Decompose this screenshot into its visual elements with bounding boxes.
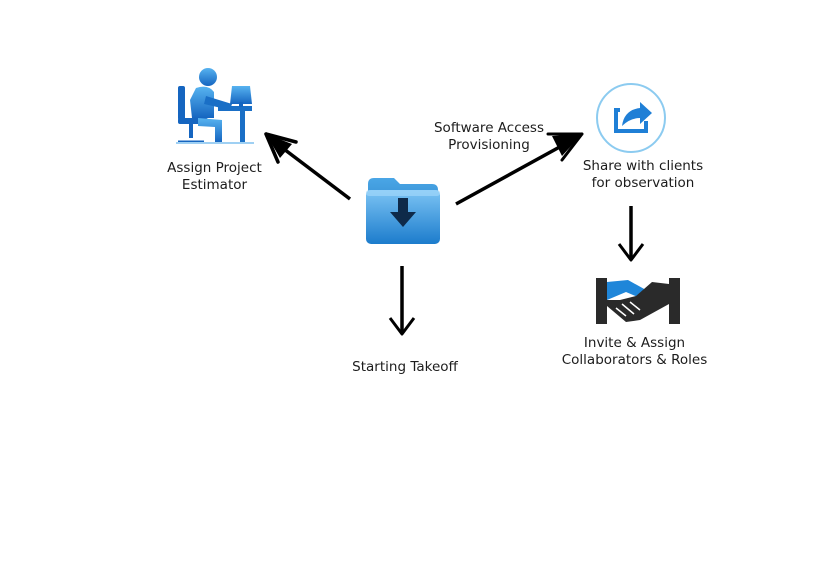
estimator-label-line1: Assign Project	[167, 160, 262, 176]
invite-label: Invite & Assign Collaborators & Roles	[552, 335, 717, 369]
share-arrow-icon	[596, 83, 666, 153]
download-folder-icon	[366, 178, 440, 244]
access-label-line2: Provisioning	[448, 137, 530, 153]
estimator-label: Assign Project Estimator	[152, 160, 277, 194]
takeoff-label: Starting Takeoff	[340, 359, 470, 376]
arrow-to-estimator	[264, 132, 352, 201]
access-label-line1: Software Access	[433, 120, 545, 136]
access-provisioning-label: Software Access Provisioning	[419, 120, 559, 154]
share-label: Share with clients for observation	[573, 158, 713, 192]
arrow-to-share	[455, 132, 584, 206]
share-label-line1: Share with clients	[582, 158, 704, 174]
arrow-to-takeoff	[388, 266, 416, 336]
handshake-icon	[596, 278, 680, 324]
estimator-label-line2: Estimator	[181, 177, 248, 193]
person-at-desk-icon	[176, 68, 254, 144]
invite-label-line2: Collaborators & Roles	[561, 352, 708, 368]
arrow-to-invite	[617, 206, 645, 262]
invite-label-line1: Invite & Assign	[583, 335, 686, 351]
share-label-line2: for observation	[591, 175, 695, 191]
takeoff-label-text: Starting Takeoff	[352, 359, 458, 375]
